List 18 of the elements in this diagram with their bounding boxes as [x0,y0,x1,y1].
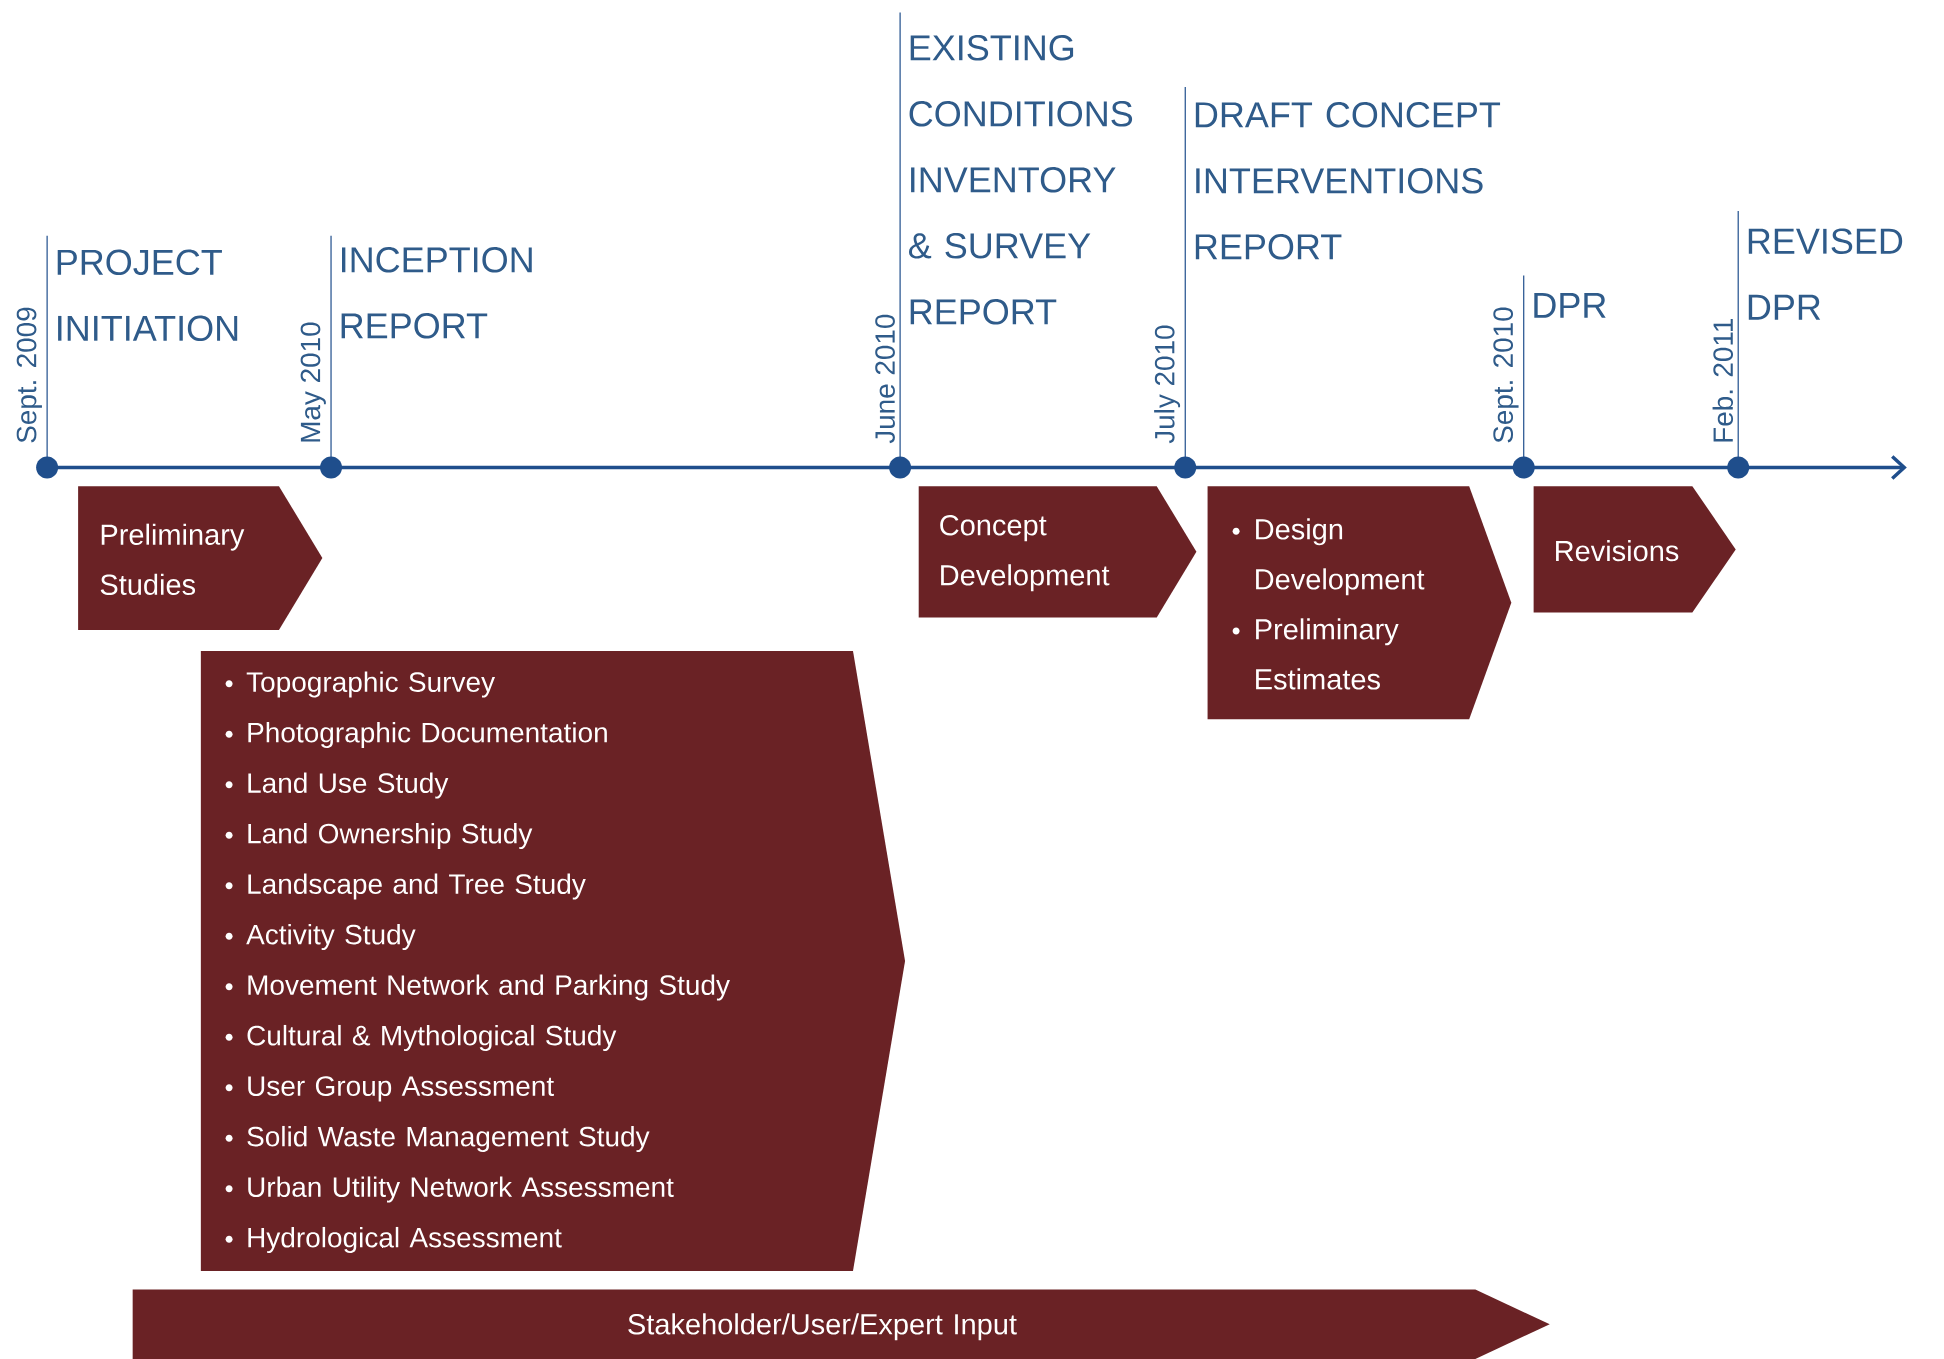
chevron-box: Concept Development [918,486,1197,618]
date-label: Sept. 2010 [1493,307,1519,443]
milestone-title: PROJECT INITIATION [57,249,238,342]
milestone-title: REVISED DPR [1748,228,1903,320]
milestone-title: EXISTING CONDITIONS INVENTORY & SURVEY REPORT [909,35,1133,325]
chevron-box: Stakeholder/User/Expert Input [132,1289,1550,1359]
date-label: Sept. 2009 [16,307,42,443]
chevron-box: Revisions [1533,486,1736,613]
chevron-box: Preliminary Studies [78,486,323,630]
chevron-box: Design Development Preliminary Estimates [1207,486,1512,720]
date-label: June 2010 [875,314,895,444]
milestone-title: DPR [1534,292,1606,318]
milestone-title: DRAFT CONCEPT INTERVENTIONS REPORT [1195,102,1501,260]
date-label: July 2010 [1154,325,1181,444]
milestone-title: INCEPTION REPORT [341,247,532,339]
date-label: May 2010 [300,322,326,442]
chevron-box: Topographic Survey Photographic Documentation Land Use Study Land Ownership Study Landscape and Tree Study Activity Study Movement Network and Parking Study Cultural & Mythological Study User Group Assessment Solid Waste Management Study Urban Utility Network Assessment Hydrological Assessment [200,651,906,1271]
date-label: Feb. 2011 [1712,319,1734,442]
